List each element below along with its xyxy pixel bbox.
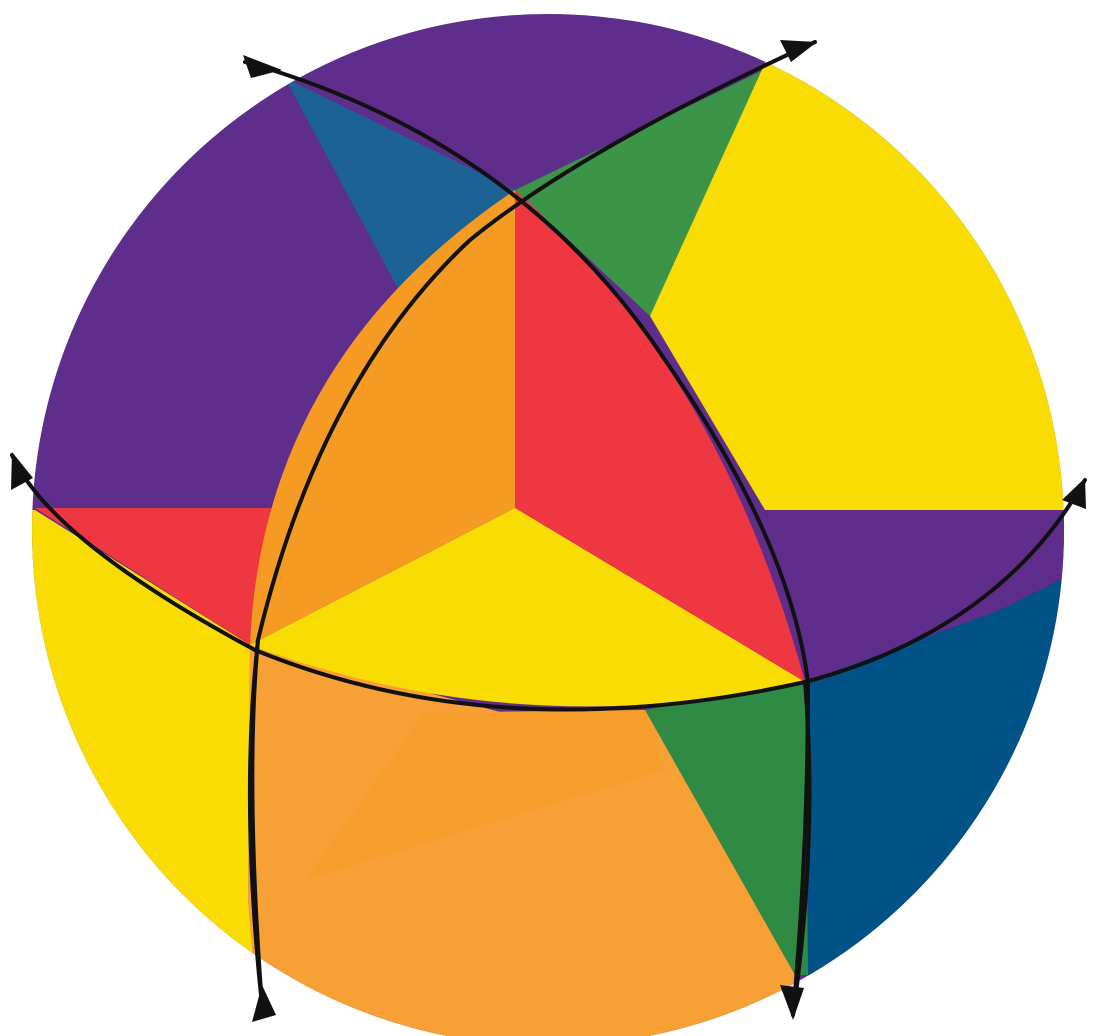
arrowhead-right-icon (1062, 478, 1086, 509)
arrowhead-top-left-icon (243, 55, 282, 78)
arrowhead-bottom-right-icon (780, 985, 804, 1020)
arrowhead-bottom-left-icon (252, 985, 276, 1022)
arrowhead-top-right-icon (780, 40, 817, 62)
